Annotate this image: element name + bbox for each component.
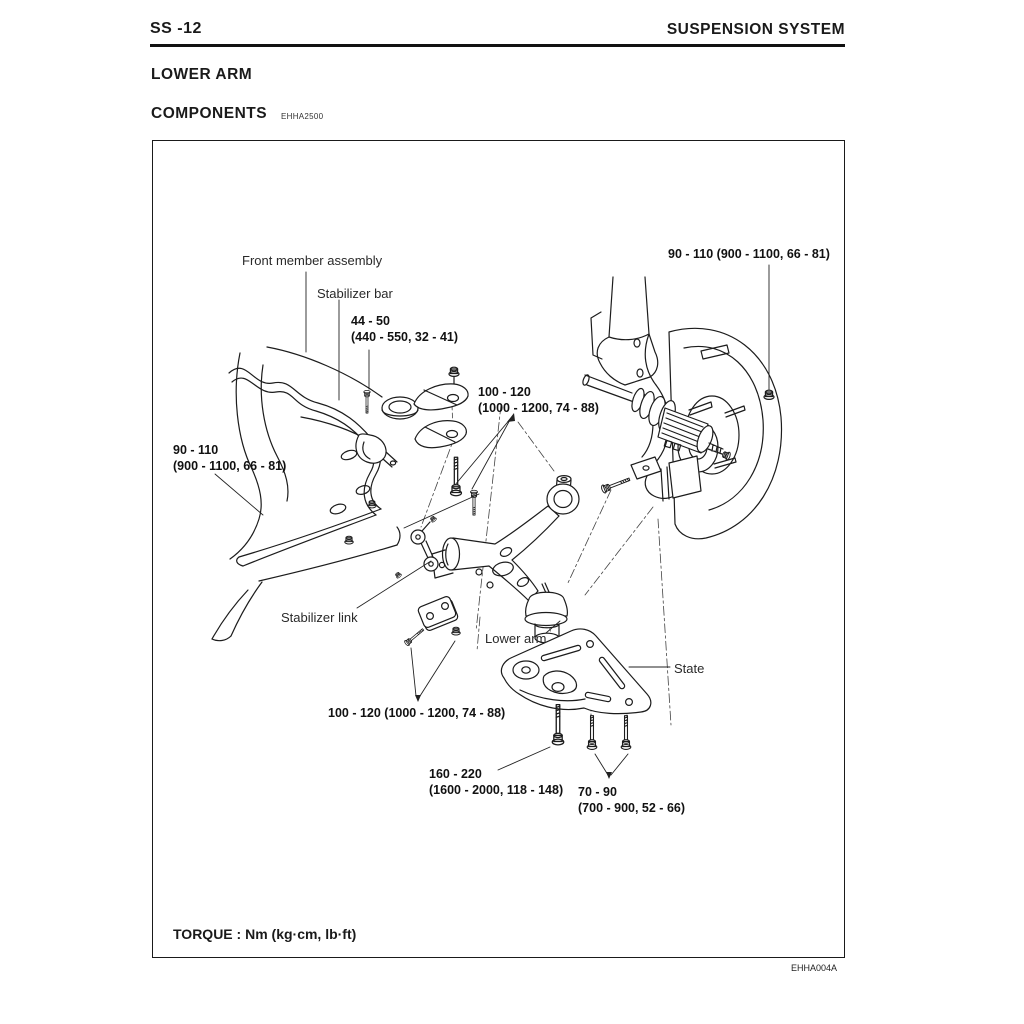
strut-drawing xyxy=(590,276,659,386)
plate-rear-bolt-1 xyxy=(586,715,598,750)
fasteners-drawing xyxy=(344,366,775,750)
stab-bar-bracket-bolt xyxy=(363,390,371,414)
stabilizer-link-drawing xyxy=(410,521,439,572)
member-long-bolt xyxy=(449,456,463,497)
knuckle-drawing xyxy=(630,333,702,502)
plate-front-bolt xyxy=(551,703,565,746)
torque-line: 100 - 120 xyxy=(478,385,531,399)
torque-member-mid: 100 - 120 (1000 - 1200, 74 - 88) xyxy=(478,384,599,416)
torque-line: 90 - 110 xyxy=(173,443,219,457)
cv-axle-drawing xyxy=(582,374,724,455)
components-heading: COMPONENTS xyxy=(151,105,268,122)
components-code: EHHA2500 xyxy=(281,112,324,121)
torque-line: (1000 - 1200, 74 - 88) xyxy=(478,401,599,415)
components-diagram xyxy=(211,264,783,779)
torque-line: 44 - 50 xyxy=(351,314,390,328)
torque-plate-front: 160 - 220 (1600 - 2000, 118 - 148) xyxy=(429,766,563,798)
torque-line: (440 - 550, 32 - 41) xyxy=(351,330,459,344)
torque-strut-nut: 90 - 110 (900 - 1100, 66 - 81) xyxy=(668,247,830,261)
torque-plate-rear: 70 - 90 (700 - 900, 52 - 66) xyxy=(578,784,685,816)
stabilizer-bar-drawing xyxy=(228,367,398,567)
chapter-title: SUSPENSION SYSTEM xyxy=(666,21,845,38)
components-figure: Front member assembly Stabilizer bar 44 … xyxy=(152,140,845,958)
stabilizer-bar-bushing-clamp xyxy=(355,433,387,464)
torque-stab-bar-bracket: 44 - 50 (440 - 550, 32 - 41) xyxy=(351,313,458,345)
plate-rear-bolt-2 xyxy=(620,715,632,750)
ball-joint-drawing xyxy=(524,582,568,644)
torque-line: (900 - 1100, 66 - 81) xyxy=(173,459,287,473)
link-spare-nut xyxy=(394,571,403,580)
section-title: LOWER ARM xyxy=(151,66,253,83)
label-state: State xyxy=(674,661,705,676)
arm-bushing-drawing xyxy=(546,475,580,515)
member-bolt-head xyxy=(448,366,460,377)
torque-note: TORQUE : Nm (kg·cm, lb·ft) xyxy=(173,926,357,942)
label-front-member: Front member assembly xyxy=(242,253,383,268)
knuckle-pinch-bolt xyxy=(600,474,632,495)
member-nut-1 xyxy=(344,535,354,545)
link-top-nut xyxy=(429,515,438,524)
link-bracket-drawing xyxy=(417,596,459,631)
header-rule xyxy=(150,44,845,47)
label-stabilizer-link: Stabilizer link xyxy=(281,610,358,625)
figure-code: EHHA004A xyxy=(791,963,838,973)
torque-line: (700 - 900, 52 - 66) xyxy=(578,801,686,815)
torque-link-bracket: 100 - 120 (1000 - 1200, 74 - 88) xyxy=(328,706,506,720)
front-member-drawing xyxy=(211,346,469,642)
link-bracket-nut xyxy=(451,626,461,636)
member-short-bolt xyxy=(470,489,478,516)
torque-line: 70 - 90 xyxy=(578,785,617,799)
member-nut-2 xyxy=(367,500,377,509)
torque-member-left: 90 - 110 (900 - 1100, 66 - 81) xyxy=(173,442,286,474)
plate-drawing xyxy=(500,628,652,715)
leader-lines xyxy=(214,264,770,779)
link-bracket-bolt xyxy=(403,626,426,647)
torque-line: (1600 - 2000, 118 - 148) xyxy=(429,783,564,797)
torque-line: 160 - 220 xyxy=(429,767,482,781)
label-lower-arm: Lower arm xyxy=(485,631,547,646)
label-stabilizer-bar: Stabilizer bar xyxy=(317,286,393,301)
lower-arm-drawing xyxy=(431,475,580,644)
page-code: SS -12 xyxy=(150,20,202,37)
